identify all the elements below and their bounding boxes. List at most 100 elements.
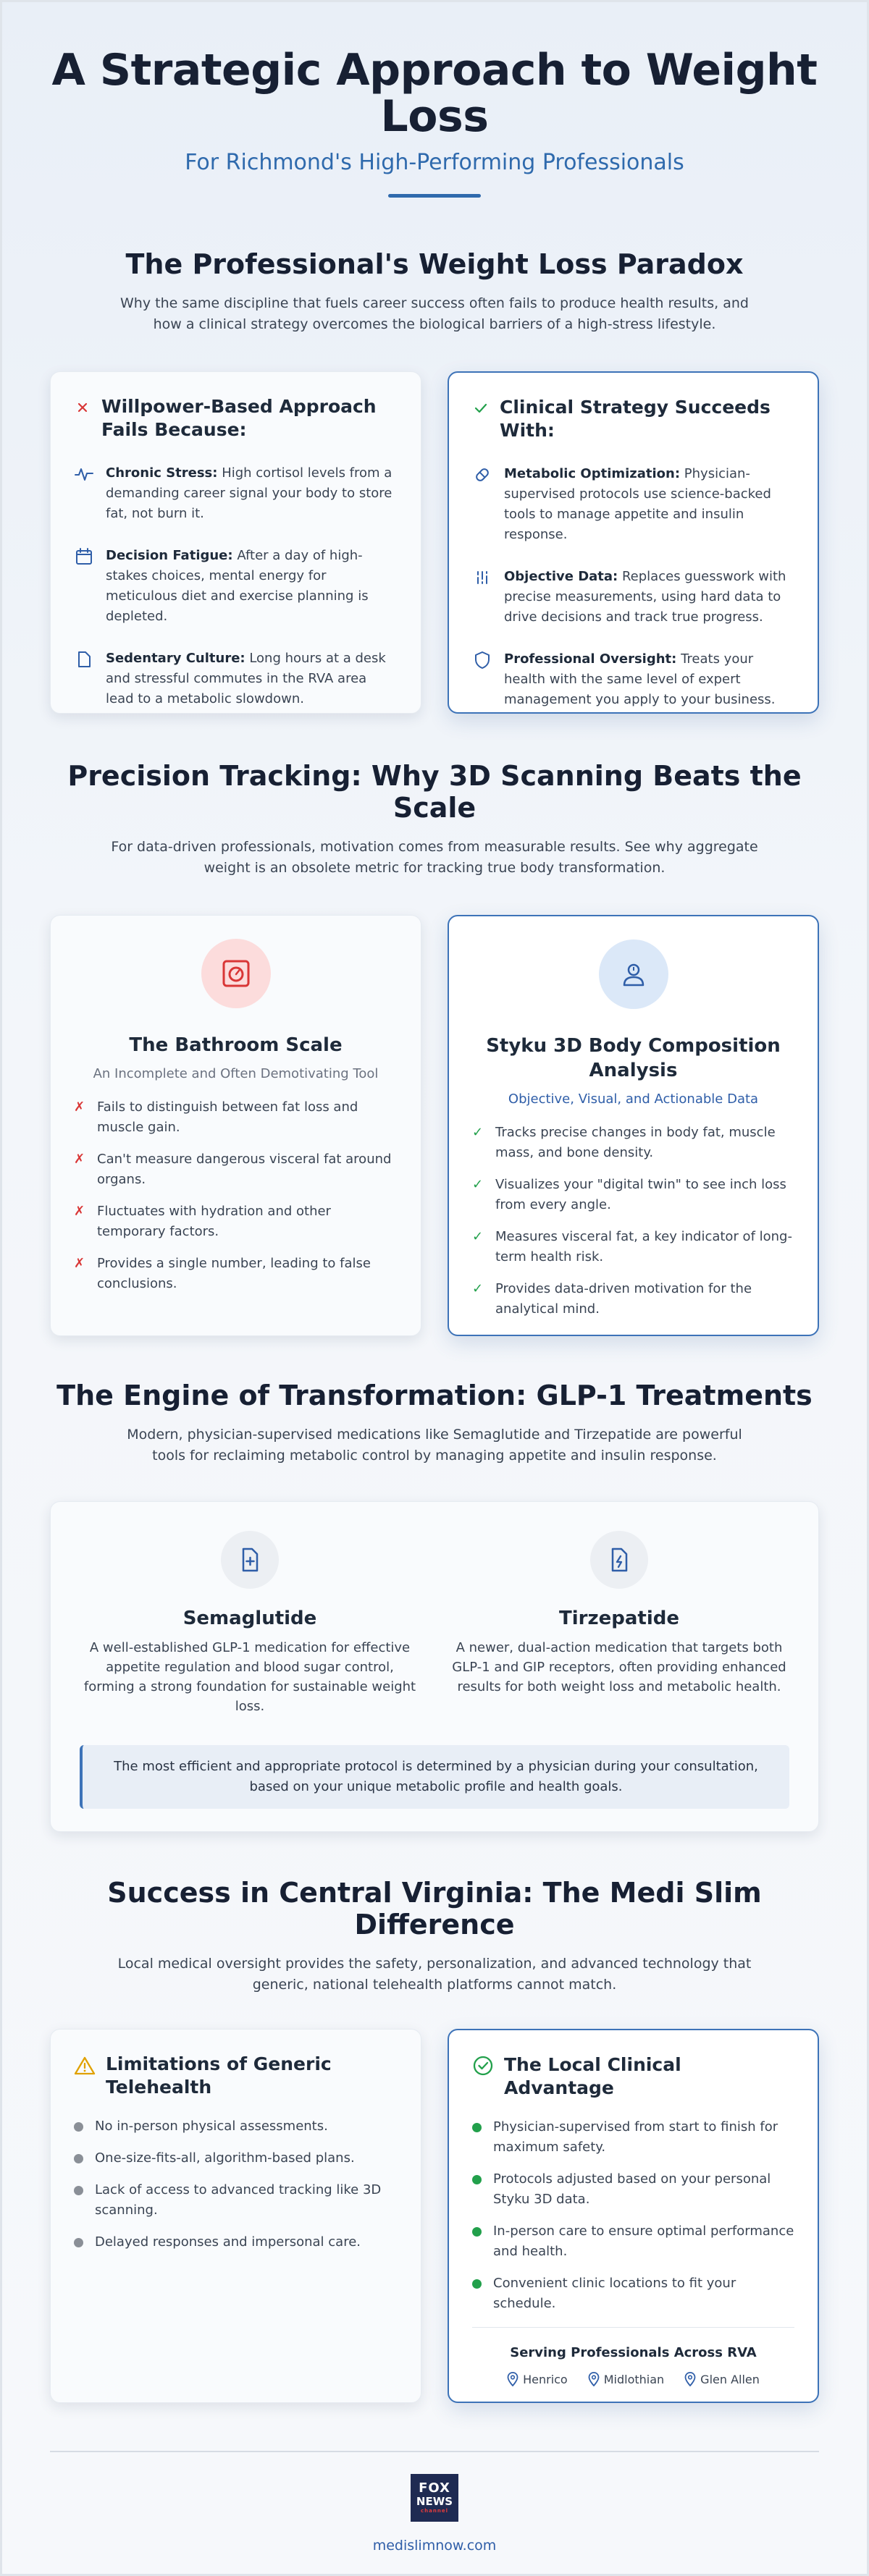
physician-note: The most efficient and appropriate proto… bbox=[80, 1745, 789, 1809]
list-item: ✓Tracks precise changes in body fat, mus… bbox=[472, 1123, 794, 1163]
location-glen-allen: Glen Allen bbox=[684, 2372, 760, 2386]
hero: A Strategic Approach to Weight Loss For … bbox=[50, 2, 819, 198]
tracking-description: For data-driven professionals, motivatio… bbox=[111, 839, 758, 876]
paradox-title: The Professional's Weight Loss Paradox bbox=[125, 248, 744, 280]
clinical-card-header: Clinical Strategy Succeeds With: bbox=[472, 396, 794, 442]
list-item: ✗Fails to distinguish between fat loss a… bbox=[74, 1097, 398, 1138]
check-circle-icon bbox=[472, 2055, 494, 2079]
bullet bbox=[74, 2154, 83, 2163]
map-pin-icon bbox=[684, 2372, 696, 2386]
clinical-strategy-card: Clinical Strategy Succeeds With: Metabol… bbox=[448, 371, 819, 714]
scale-list: ✗Fails to distinguish between fat loss a… bbox=[74, 1097, 398, 1294]
advantage-card-title: The Local Clinical Advantage bbox=[504, 2054, 681, 2098]
telehealth-limitations-card: Limitations of Generic Telehealth No in-… bbox=[50, 2029, 421, 2403]
footer-divider bbox=[50, 2451, 819, 2452]
list-item: Protocols adjusted based on your persona… bbox=[472, 2169, 794, 2210]
pulse-icon bbox=[74, 464, 94, 484]
bullet bbox=[472, 2227, 482, 2237]
list-item: In-person care to ensure optimal perform… bbox=[472, 2221, 794, 2262]
willpower-card: Willpower-Based Approach Fails Because: … bbox=[50, 371, 421, 714]
styku-list: ✓Tracks precise changes in body fat, mus… bbox=[472, 1123, 794, 1319]
serving-title: Serving Professionals Across RVA bbox=[510, 2345, 757, 2360]
list-item: ✓Measures visceral fat, a key indicator … bbox=[472, 1227, 794, 1267]
drug-name: Tirzepatide bbox=[559, 1608, 679, 1629]
list-item: ✗Provides a single number, leading to fa… bbox=[74, 1254, 398, 1294]
map-pin-icon bbox=[507, 2372, 519, 2386]
drug-list: Semaglutide A well-established GLP-1 med… bbox=[80, 1531, 789, 1716]
styku-card-title: Styku 3D Body Composition Analysis bbox=[486, 1035, 781, 1081]
check-icon: ✓ bbox=[472, 1177, 484, 1192]
list-item: No in-person physical assessments. bbox=[74, 2116, 398, 2137]
telehealth-card-header: Limitations of Generic Telehealth bbox=[74, 2053, 398, 2099]
list-item: ✓Visualizes your "digital twin" to see i… bbox=[472, 1175, 794, 1215]
file-bolt-icon bbox=[590, 1531, 648, 1589]
advantage-card-header: The Local Clinical Advantage bbox=[472, 2053, 794, 2100]
local-advantage-card: The Local Clinical Advantage Physician-s… bbox=[448, 2029, 819, 2403]
success-title: Success in Central Virginia: The Medi Sl… bbox=[107, 1877, 762, 1941]
scale-card-tagline: An Incomplete and Often Demotivating Too… bbox=[93, 1066, 379, 1081]
cross-icon: ✗ bbox=[74, 1099, 85, 1115]
feature-objective-data: Objective Data: Replaces guesswork with … bbox=[472, 567, 794, 628]
feature-chronic-stress: Chronic Stress: High cortisol levels fro… bbox=[74, 463, 398, 524]
drug-name: Semaglutide bbox=[182, 1608, 317, 1629]
feature-text: Professional Oversight: Treats your heal… bbox=[504, 651, 776, 707]
feature-decision-fatigue: Decision Fatigue: After a day of high-st… bbox=[74, 546, 398, 627]
feature-text: Chronic Stress: High cortisol levels fro… bbox=[106, 465, 392, 521]
drug-description: A well-established GLP-1 medication for … bbox=[83, 1640, 416, 1714]
advantage-list: Physician-supervised from start to finis… bbox=[472, 2117, 794, 2314]
footer: FOX NEWS channel medislimnow.com bbox=[50, 2474, 819, 2554]
file-icon bbox=[74, 649, 94, 670]
check-icon: ✓ bbox=[472, 1229, 484, 1244]
success-description: Local medical oversight provides the saf… bbox=[117, 1956, 752, 1993]
map-pin-icon bbox=[588, 2372, 600, 2386]
list-item: ✗Can't measure dangerous visceral fat ar… bbox=[74, 1149, 398, 1190]
styku-card: Styku 3D Body Composition Analysis Objec… bbox=[448, 915, 819, 1336]
clinical-card-title: Clinical Strategy Succeeds With: bbox=[500, 397, 771, 441]
content: A Strategic Approach to Weight Loss For … bbox=[50, 2, 819, 2554]
paradox-description: Why the same discipline that fuels caree… bbox=[120, 295, 749, 332]
location-henrico: Henrico bbox=[507, 2372, 568, 2386]
shield-icon bbox=[472, 650, 492, 670]
fox-news-logo: FOX NEWS channel bbox=[411, 2474, 458, 2522]
paradox-cards: Willpower-Based Approach Fails Because: … bbox=[50, 371, 819, 714]
list-item: One-size-fits-all, algorithm-based plans… bbox=[74, 2148, 398, 2169]
tracking-cards: The Bathroom Scale An Incomplete and Oft… bbox=[50, 915, 819, 1336]
scale-icon bbox=[201, 939, 271, 1008]
pill-icon bbox=[472, 465, 492, 485]
telehealth-card-title: Limitations of Generic Telehealth bbox=[106, 2053, 332, 2098]
bathroom-scale-card: The Bathroom Scale An Incomplete and Oft… bbox=[50, 915, 421, 1336]
bullet bbox=[472, 2279, 482, 2289]
feature-text: Sedentary Culture: Long hours at a desk … bbox=[106, 651, 386, 706]
drug-tirzepatide: Tirzepatide A newer, dual-action medicat… bbox=[449, 1531, 789, 1716]
check-icon: ✓ bbox=[472, 1281, 484, 1296]
list-item: Lack of access to advanced tracking like… bbox=[74, 2180, 398, 2221]
check-icon: ✓ bbox=[472, 1125, 484, 1140]
feature-metabolic-optimization: Metabolic Optimization: Physician-superv… bbox=[472, 464, 794, 545]
bullet bbox=[74, 2238, 83, 2247]
styku-card-tagline: Objective, Visual, and Actionable Data bbox=[508, 1091, 759, 1107]
scale-card-title: The Bathroom Scale bbox=[129, 1034, 343, 1056]
website-link[interactable]: medislimnow.com bbox=[372, 2538, 497, 2554]
engine-description: Modern, physician-supervised medications… bbox=[127, 1427, 742, 1464]
bullet bbox=[472, 2123, 482, 2132]
x-icon bbox=[74, 401, 91, 417]
location-midlothian: Midlothian bbox=[588, 2372, 664, 2386]
calendar-icon bbox=[74, 546, 94, 567]
location-list: Henrico Midlothian Glen Allen bbox=[472, 2372, 794, 2386]
feature-text: Decision Fatigue: After a day of high-st… bbox=[106, 548, 369, 624]
serving-area: Serving Professionals Across RVA Henrico… bbox=[472, 2327, 794, 2386]
feature-sedentary-culture: Sedentary Culture: Long hours at a desk … bbox=[74, 649, 398, 709]
list-item: ✓Provides data-driven motivation for the… bbox=[472, 1279, 794, 1319]
bullet bbox=[74, 2122, 83, 2132]
list-item: ✗Fluctuates with hydration and other tem… bbox=[74, 1202, 398, 1242]
feature-professional-oversight: Professional Oversight: Treats your heal… bbox=[472, 649, 794, 710]
list-item: Delayed responses and impersonal care. bbox=[74, 2232, 398, 2252]
list-item: Convenient clinic locations to fit your … bbox=[472, 2273, 794, 2314]
person-scan-icon bbox=[598, 939, 668, 1009]
drug-description: A newer, dual-action medication that tar… bbox=[452, 1640, 786, 1694]
warning-icon bbox=[74, 2056, 96, 2079]
cross-icon: ✗ bbox=[74, 1204, 85, 1219]
engine-title: The Engine of Transformation: GLP-1 Trea… bbox=[56, 1380, 813, 1411]
willpower-card-title: Willpower-Based Approach Fails Because: bbox=[101, 396, 377, 440]
